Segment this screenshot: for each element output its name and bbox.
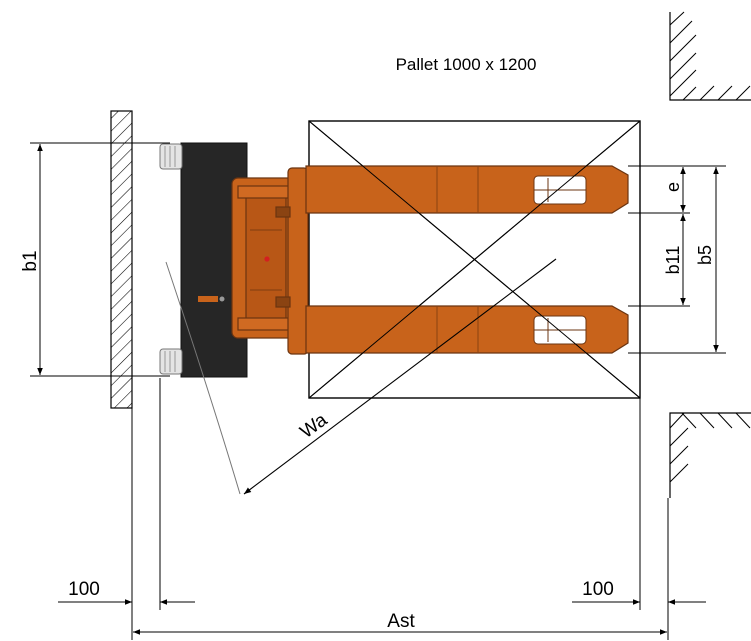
top-right-wall — [669, 11, 751, 101]
left-wall — [110, 110, 133, 409]
turning-radius-arc — [165, 261, 241, 495]
ast-label: Ast — [387, 611, 415, 632]
pallet-cross-overlay — [308, 120, 641, 399]
b1-dimension — [30, 142, 170, 377]
pallet-title: Pallet 1000 x 1200 — [396, 55, 537, 74]
right-clearance-label: 100 — [582, 579, 614, 600]
lower-fork — [305, 305, 629, 354]
truck-wheels — [159, 143, 183, 375]
right-dimensions — [628, 165, 726, 354]
ast-dimension — [58, 378, 706, 640]
b1-label: b1 — [20, 250, 41, 271]
left-clearance-label: 100 — [68, 579, 100, 600]
b11-label: b11 — [663, 246, 683, 275]
truck-chassis — [231, 167, 309, 355]
b5-label: b5 — [695, 245, 715, 265]
wa-label: Wa — [296, 409, 331, 443]
bottom-right-wall — [669, 412, 751, 498]
wa-dimension — [243, 258, 557, 495]
upper-fork — [305, 165, 629, 214]
e-label: e — [663, 182, 683, 192]
